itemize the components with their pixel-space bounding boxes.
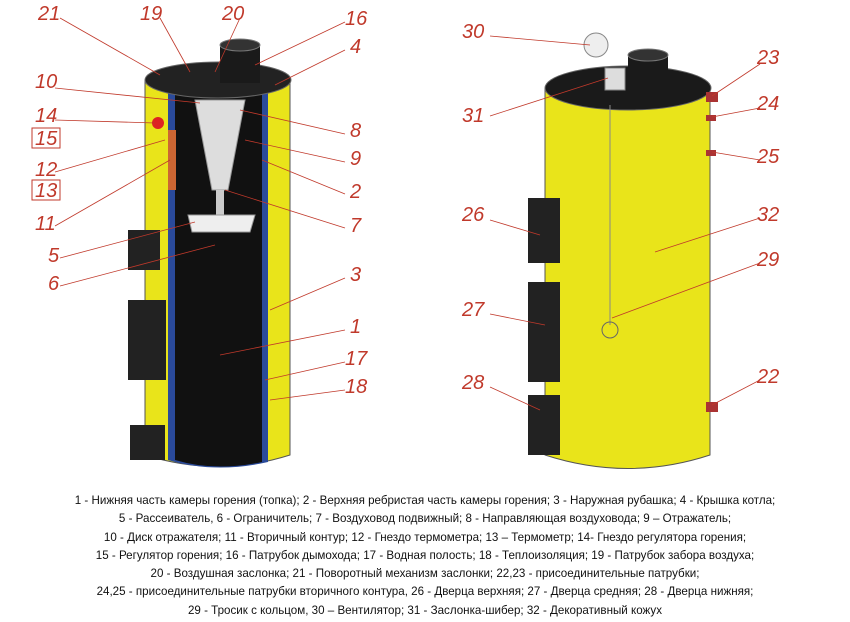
label: 26 [461,204,485,226]
caption-line: 5 - Рассеиватель, 6 - Ограничитель; 7 - … [118,512,732,526]
label: 17 [345,348,368,370]
door-top [128,230,160,270]
caption-line: 20 - Воздушная заслонка; 21 - Поворотный… [150,567,700,581]
fan [583,32,609,58]
label: 11 [35,213,56,235]
chimney-right-opening [627,48,669,62]
caption-line: 29 - Тросик с кольцом, 30 – Вентилятор; … [187,603,663,617]
label: 3 [350,264,361,286]
diffuser [187,214,256,233]
legend-caption: 1 - Нижняя часть камеры горения (топка);… [0,492,850,620]
label: 22 [756,366,779,388]
caption-line: 15 - Регулятор горения; 16 - Патрубок ды… [95,548,755,562]
cable-ring [601,321,619,339]
label: 2 [349,181,361,203]
label: 16 [345,8,368,30]
label: 18 [345,376,367,398]
pipe-24 [706,115,716,121]
labels-left: 21 19 20 16 4 10 14 15 12 13 11 5 6 8 9 … [31,3,368,398]
labels-right: 30 31 23 24 25 26 32 29 27 22 28 [461,21,780,394]
label: 13 [35,180,57,202]
label: 24 [756,93,779,115]
label: 12 [35,159,57,181]
label: 27 [461,299,485,321]
chimney-right [628,55,668,100]
label: 28 [461,372,484,394]
caption-line: 24,25 - присоединительные патрубки втори… [96,585,754,599]
label: 25 [756,146,780,168]
chimney-opening [219,38,261,52]
label: 14 [35,105,57,127]
door-middle [128,300,166,380]
door-bottom [130,425,165,460]
label: 19 [140,3,162,25]
label: 31 [462,105,484,127]
diagram-canvas: 21 19 20 16 4 10 14 15 12 13 11 5 6 8 9 … [31,3,780,469]
damper-slider [604,67,626,91]
label: 9 [350,148,361,170]
air-duct [216,190,224,220]
label: 23 [756,47,779,69]
label: 10 [35,71,57,93]
label: 7 [350,215,362,237]
boiler-lid [144,61,292,99]
label: 29 [756,249,779,271]
pipe-23 [706,92,718,102]
label: 8 [350,120,361,142]
reflector [194,99,246,191]
door-mid [528,282,560,382]
label: 30 [462,21,484,43]
label: 21 [37,3,60,25]
pipe-22 [706,402,718,412]
caption-line: 10 - Диск отражателя; 11 - Вторичный кон… [103,530,747,544]
decorative-casing [544,87,711,469]
label-box [31,179,61,201]
combustion-regulator [152,117,164,129]
label: 4 [350,36,361,58]
label: 20 [221,3,244,25]
label: 15 [35,128,58,150]
secondary-circuit [168,130,176,190]
cutaway-boiler [128,38,292,468]
door-upper [528,198,560,263]
pipe-25 [706,150,716,156]
label: 5 [48,245,60,267]
label: 32 [757,204,779,226]
caption-line: 1 - Нижняя часть камеры горения (топка);… [74,494,776,507]
leader-lines [54,17,761,411]
label: 6 [48,273,60,295]
door-lower [528,395,560,455]
label: 1 [350,316,361,338]
assembled-boiler [528,32,718,469]
label-box [31,127,61,149]
combustion-chamber [175,95,262,467]
